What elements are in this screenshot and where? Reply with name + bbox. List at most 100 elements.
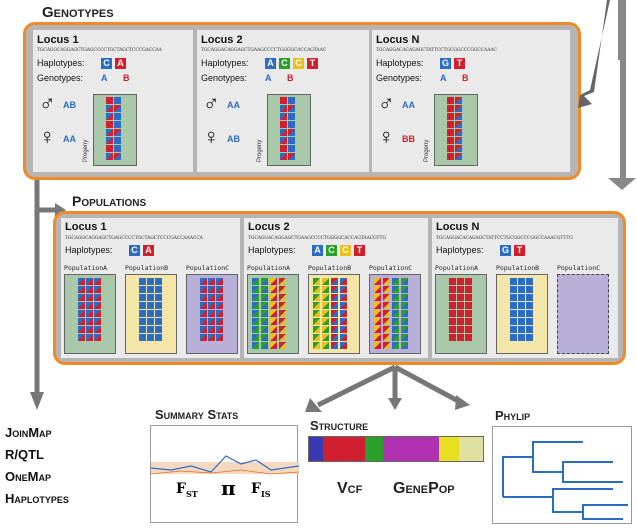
population-cells bbox=[200, 278, 223, 341]
population-cell bbox=[392, 302, 399, 309]
population-cell bbox=[374, 318, 381, 325]
population-cell bbox=[252, 342, 259, 349]
progeny-cell bbox=[447, 145, 454, 152]
progeny-cell bbox=[447, 121, 454, 128]
population-cell bbox=[374, 334, 381, 341]
population-cell bbox=[147, 302, 154, 309]
haplotype-badge: C bbox=[326, 245, 337, 256]
population-cell bbox=[383, 294, 390, 301]
populations-title: Populations bbox=[72, 193, 147, 209]
population-cell bbox=[270, 302, 277, 309]
genotypes-label: Genotypes: bbox=[37, 73, 84, 83]
population-cell bbox=[518, 302, 525, 309]
population-cell bbox=[457, 334, 464, 341]
population-cell bbox=[383, 334, 390, 341]
population-cell bbox=[261, 294, 268, 301]
tool-rqtl: R/QTL bbox=[5, 447, 44, 462]
population-cell bbox=[331, 310, 338, 317]
progeny-cell bbox=[114, 97, 121, 104]
population-cell bbox=[401, 294, 408, 301]
population-cell bbox=[449, 302, 456, 309]
haplotype-badge: A bbox=[265, 58, 276, 69]
population-cell bbox=[518, 278, 525, 285]
population-cell bbox=[331, 278, 338, 285]
population-cell bbox=[200, 302, 207, 309]
population-cell bbox=[518, 294, 525, 301]
population-cell bbox=[331, 302, 338, 309]
population-label: PopulationB bbox=[125, 264, 169, 272]
female-icon: ♀ bbox=[378, 124, 395, 149]
locus-title: Locus N bbox=[376, 34, 420, 46]
population-cell bbox=[86, 286, 93, 293]
population-cell bbox=[383, 342, 390, 349]
population-cell bbox=[270, 342, 277, 349]
population-cell bbox=[449, 278, 456, 285]
summary-title: Summary Stats bbox=[155, 407, 239, 422]
population-cell bbox=[313, 318, 320, 325]
population-cell bbox=[94, 286, 101, 293]
population-cell bbox=[449, 334, 456, 341]
population-cell bbox=[322, 326, 329, 333]
population-cell bbox=[465, 286, 472, 293]
population-cell bbox=[374, 286, 381, 293]
haplotype-badge: A bbox=[115, 58, 126, 69]
population-cell bbox=[457, 278, 464, 285]
population-cell bbox=[86, 294, 93, 301]
haplotype-badge: C bbox=[279, 58, 290, 69]
summary-plot: FST π FIS bbox=[150, 425, 300, 523]
female-icon: ♀ bbox=[39, 124, 56, 149]
progeny-cell bbox=[114, 145, 121, 152]
progeny-cell bbox=[114, 153, 121, 160]
stat-fis: FIS bbox=[251, 481, 271, 499]
progeny-cell bbox=[280, 121, 287, 128]
locus-sequence: TGCAGGACAGGAGCTGAAGCCCCTGGGGCACCAGTAACGT… bbox=[248, 236, 386, 241]
progeny-cell bbox=[447, 97, 454, 104]
progeny-cell bbox=[280, 113, 287, 120]
haplotypes-label: Haplotypes: bbox=[65, 245, 113, 255]
population-cell bbox=[383, 302, 390, 309]
population-cell bbox=[374, 278, 381, 285]
haplotype-badge: G bbox=[440, 58, 451, 69]
locus-title: Locus 1 bbox=[65, 221, 107, 233]
population-cell bbox=[252, 278, 259, 285]
population-cells bbox=[449, 278, 472, 341]
population-cell bbox=[216, 302, 223, 309]
population-cell bbox=[518, 326, 525, 333]
haplotype-badge: G bbox=[500, 245, 511, 256]
progeny-cell bbox=[288, 97, 295, 104]
population-cell bbox=[78, 318, 85, 325]
population-cell bbox=[383, 318, 390, 325]
population-cell bbox=[279, 334, 286, 341]
population-cell bbox=[270, 286, 277, 293]
population-cell bbox=[401, 278, 408, 285]
population-cell bbox=[457, 302, 464, 309]
population-cell bbox=[449, 318, 456, 325]
population-cell bbox=[261, 342, 268, 349]
population-cell bbox=[526, 326, 533, 333]
population-cell bbox=[279, 310, 286, 317]
population-cell bbox=[78, 302, 85, 309]
population-cell bbox=[401, 286, 408, 293]
population-cell bbox=[94, 294, 101, 301]
tool-haplotypes: Haplotypes bbox=[5, 491, 69, 506]
population-cell bbox=[340, 334, 347, 341]
tool-onemap: OneMap bbox=[5, 469, 51, 484]
population-cell bbox=[401, 302, 408, 309]
progeny-cell bbox=[106, 145, 113, 152]
population-cell bbox=[155, 326, 162, 333]
population-cell bbox=[392, 278, 399, 285]
population-cell bbox=[322, 318, 329, 325]
population-cell bbox=[86, 318, 93, 325]
structure-bar bbox=[308, 436, 484, 462]
population-cell bbox=[252, 310, 259, 317]
population-cell bbox=[322, 302, 329, 309]
phylip-title: Phylip bbox=[495, 408, 531, 423]
progeny-cell bbox=[280, 153, 287, 160]
progeny-cell bbox=[280, 137, 287, 144]
population-label: PopulationA bbox=[247, 264, 291, 272]
population-cell bbox=[139, 318, 146, 325]
population-cell bbox=[518, 318, 525, 325]
population-cell bbox=[331, 326, 338, 333]
population-cell bbox=[155, 278, 162, 285]
population-label: PopulationA bbox=[64, 264, 108, 272]
